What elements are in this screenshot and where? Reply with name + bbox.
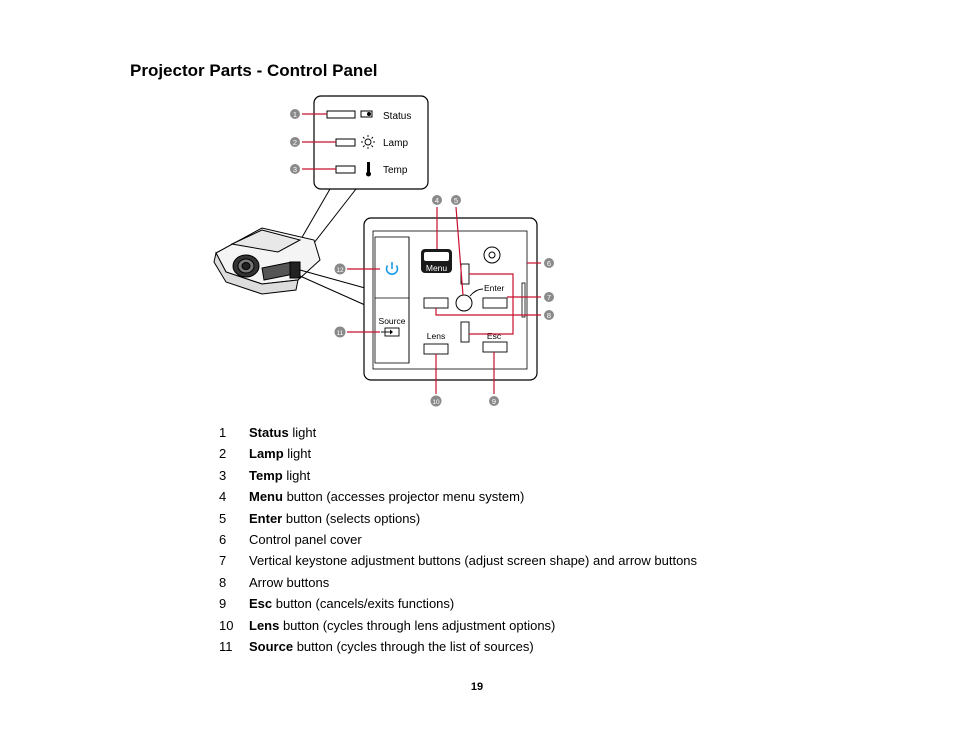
callout-3: 3 [290, 164, 300, 174]
callout-8: 8 [544, 310, 554, 320]
thermometer-icon [366, 162, 371, 177]
legend-item-description: Vertical keystone adjustment buttons (ad… [249, 553, 698, 569]
esc-label: Esc [487, 331, 502, 341]
legend-item-number: 2 [219, 446, 227, 462]
svg-text:3: 3 [293, 165, 297, 174]
legend-item-description: light [282, 467, 311, 483]
lamp-light [335, 138, 356, 147]
page-number: 19 [470, 681, 484, 693]
legend-item-term: Status [249, 425, 289, 440]
parts-legend: 1 Status light 2 Lamp light 3 Temp light 4 Menu… [219, 422, 697, 657]
callout-lines [302, 113, 541, 394]
legend-item-description: button (cycles through the list of sourc… [293, 638, 534, 654]
legend-item-description: light [288, 425, 317, 440]
callout-10: 10 [430, 395, 442, 407]
legend-item-term: Lens [249, 617, 280, 633]
legend-item: 1 Status light [219, 422, 697, 443]
svg-text:11: 11 [337, 330, 344, 337]
legend-item-description: button (selects options) [282, 510, 421, 526]
legend-item-number: 7 [219, 553, 227, 569]
svg-text:2: 2 [293, 138, 297, 147]
legend-item-term: Esc [249, 596, 273, 612]
temp-label: Temp [383, 165, 408, 176]
callout-badges: 1 2 3 4 5 6 7 8 9 10 11 12 [290, 109, 554, 407]
legend-item-term: Source [249, 638, 294, 654]
callout-9: 9 [489, 396, 499, 406]
legend-item-description: button (accesses projector menu system) [282, 489, 525, 505]
callout-11: 11 [334, 326, 346, 338]
enter-button [455, 294, 473, 312]
callout-1: 1 [290, 109, 300, 119]
callout-4: 4 [432, 195, 442, 205]
source-icon [381, 327, 400, 337]
svg-text:8: 8 [547, 311, 551, 320]
legend-item-term: Menu [249, 489, 283, 505]
indicator-panel: Status Lamp Temp [289, 95, 429, 267]
esc-button [482, 341, 508, 353]
legend-item: 7 Vertical keystone adjustment buttons (a… [219, 550, 697, 571]
legend-item: 10 Lens button (cycles through lens adjus… [219, 615, 697, 636]
menu-label: Menu [426, 263, 448, 273]
svg-text:10: 10 [432, 399, 440, 406]
legend-item-term: Enter [249, 510, 283, 526]
callout-12: 12 [334, 263, 346, 275]
svg-text:5: 5 [454, 196, 458, 205]
page-title: Projector Parts - Control Panel [130, 61, 378, 80]
legend-item: 3 Temp light [219, 465, 697, 486]
status-label: Status [383, 111, 411, 122]
legend-item-term: Lamp [249, 446, 284, 462]
projector-illustration [213, 227, 321, 295]
lens-button [423, 343, 449, 355]
lamp-label: Lamp [383, 138, 408, 149]
legend-item: 11 Source button (cycles through the list… [219, 636, 697, 657]
svg-text:1: 1 [293, 110, 297, 119]
lamp-icon [361, 135, 375, 149]
legend-item-description: Control panel cover [249, 531, 362, 547]
legend-item-number: 11 [219, 638, 233, 654]
status-light [326, 110, 356, 119]
legend-item-description: light [283, 446, 312, 462]
callout-6: 6 [544, 258, 554, 268]
legend-item-number: 8 [219, 574, 227, 590]
legend-item: 5 Enter button (selects options) [219, 508, 697, 529]
legend-item: 6 Control panel cover [219, 529, 697, 550]
legend-item: 4 Menu button (accesses projector menu sy… [219, 486, 697, 507]
legend-item-description: button (cancels/exits functions) [272, 596, 455, 612]
left-arrow-button [423, 297, 449, 309]
right-arrow-button [482, 297, 508, 309]
lens-label: Lens [427, 331, 445, 341]
source-label: Source [379, 316, 406, 326]
legend-item: 9 Esc button (cancels/exits functions) [219, 593, 697, 614]
temp-light [335, 165, 356, 174]
svg-text:7: 7 [547, 293, 551, 302]
callout-5: 5 [451, 195, 461, 205]
status-icon [360, 110, 373, 118]
legend-item-number: 6 [219, 531, 227, 547]
legend-item-number: 10 [219, 617, 234, 633]
cover-latch [521, 282, 526, 318]
legend-item-number: 1 [219, 425, 227, 440]
legend-item-number: 5 [219, 510, 227, 526]
svg-text:12: 12 [336, 267, 344, 274]
legend-item-number: 3 [219, 467, 227, 483]
callout-7: 7 [544, 292, 554, 302]
control-panel-diagram: Status Lamp Temp [213, 95, 554, 407]
svg-text:9: 9 [492, 397, 496, 406]
legend-item-number: 4 [219, 489, 227, 505]
legend-item-description: Arrow buttons [249, 574, 330, 590]
down-arrow-button [460, 321, 470, 343]
power-icon [385, 262, 399, 275]
legend-item: 2 Lamp light [219, 443, 697, 464]
control-panel: Source Menu Ente [363, 217, 538, 381]
legend-item-description: button (cycles through lens adjustment o… [279, 617, 556, 633]
legend-item: 8 Arrow buttons [219, 572, 697, 593]
svg-text:4: 4 [435, 196, 439, 205]
control-panel-figure: Status Lamp Temp [213, 95, 554, 407]
legend-item-number: 9 [219, 596, 227, 612]
legend-item-term: Temp [249, 467, 283, 483]
callout-2: 2 [290, 137, 300, 147]
enter-label: Enter [484, 283, 504, 293]
svg-text:6: 6 [547, 259, 551, 268]
